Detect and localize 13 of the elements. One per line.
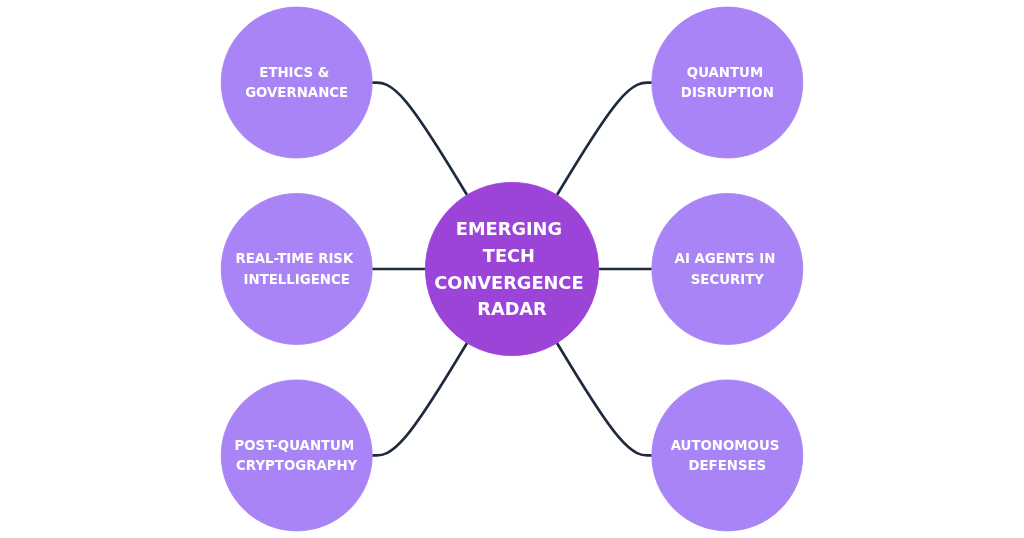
node-circle: REAL-TIME RISK INTELLIGENCE: [220, 193, 373, 345]
connector: [372, 267, 426, 271]
connector: [598, 267, 652, 271]
connector: [555, 342, 652, 457]
connector: [555, 81, 652, 196]
node-circle: QUANTUM DISRUPTION: [651, 6, 804, 159]
node-circle: AI AGENTS IN SECURITY: [651, 193, 804, 345]
node-circle: POST-QUANTUM CRYPTOGRAPHY: [220, 379, 373, 532]
connector: [372, 81, 469, 196]
node-circle: EMERGING TECH CONVERGENCE RADAR: [424, 181, 600, 357]
node-circle: AUTONOMOUS DEFENSES: [651, 379, 804, 532]
connector: [372, 342, 469, 457]
node-circle: ETHICS & GOVERNANCE: [220, 6, 373, 159]
